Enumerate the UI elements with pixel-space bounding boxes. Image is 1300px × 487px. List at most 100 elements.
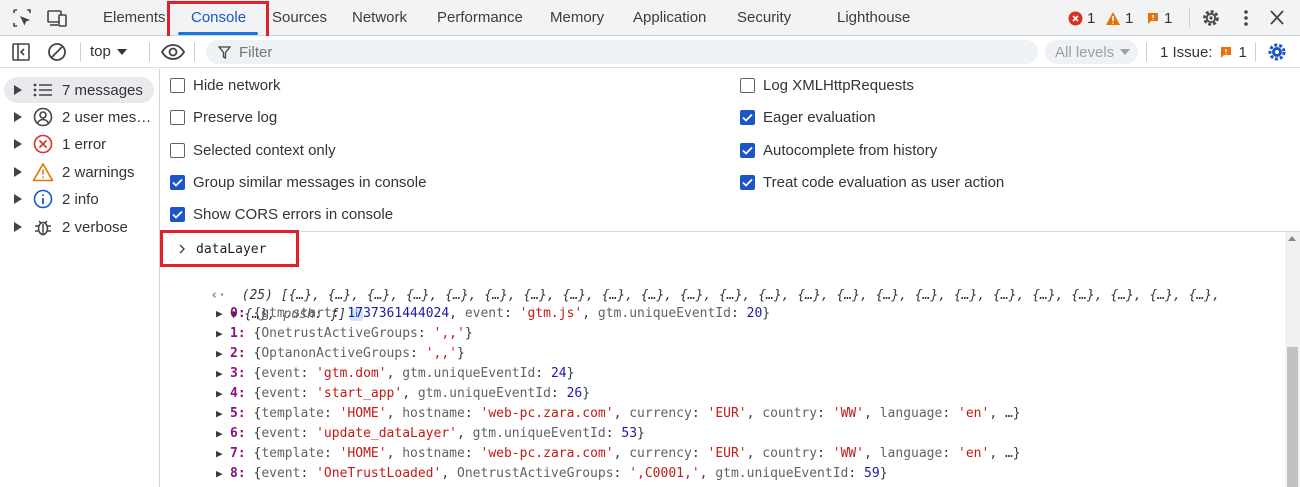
checkbox-checked[interactable] (740, 109, 755, 125)
tab-network[interactable]: Network (352, 9, 408, 26)
expand-arrow-icon[interactable] (14, 112, 22, 122)
setting-label: Treat code evaluation as user action (763, 173, 1005, 191)
entry-value: {OnetrustActiveGroups: ',,'} (253, 326, 473, 341)
tab-performance[interactable]: Performance (437, 9, 523, 26)
tab-application[interactable]: Application (633, 9, 707, 26)
scroll-up-arrow-icon[interactable] (1288, 236, 1296, 241)
result-summary-line-2[interactable]: ▼{…}, push: ƒ]i (199, 285, 364, 322)
issues-button[interactable]: 1 Issue: 1 (1160, 36, 1247, 68)
array-entry[interactable]: ▶2: {OptanonActiveGroups: ',,'} (216, 344, 465, 364)
tab-elements[interactable]: Elements (103, 9, 166, 26)
expand-arrow-icon[interactable]: ▶ (216, 347, 223, 360)
expand-arrow-icon[interactable]: ▶ (216, 367, 223, 380)
user-icon (33, 107, 53, 127)
entry-value: {OptanonActiveGroups: ',,'} (253, 346, 465, 361)
setting-treat-code-evaluation[interactable]: Treat code evaluation as user action (740, 171, 1004, 193)
console-input-text: dataLayer (196, 241, 267, 257)
setting-group-similar[interactable]: Group similar messages in console (170, 171, 426, 193)
array-preview-tail: {…}, (244, 307, 284, 322)
close-icon[interactable] (1266, 8, 1288, 28)
console-input-line[interactable]: dataLayer (161, 234, 266, 264)
expand-arrow-icon[interactable]: ▶ (216, 427, 223, 440)
warning-icon (1106, 11, 1120, 25)
sidebar-item-errors[interactable]: 1 error (4, 131, 154, 157)
array-entry[interactable]: ▶0: {gtm.start: 1737361444024, event: 'g… (216, 304, 770, 324)
setting-hide-network[interactable]: Hide network (170, 74, 281, 96)
live-expression-eye-icon[interactable] (160, 41, 186, 63)
sidebar-item-verbose[interactable]: 2 verbose (4, 214, 154, 240)
console-output: dataLayer ‹· (25) [{…}, {…}, {…}, {…}, {… (161, 232, 1285, 487)
tab-sources[interactable]: Sources (272, 9, 328, 26)
expand-arrow-icon[interactable] (14, 222, 22, 232)
setting-selected-context-only[interactable]: Selected context only (170, 139, 336, 161)
inspect-element-icon[interactable] (12, 8, 34, 28)
checkbox[interactable] (170, 109, 185, 125)
issue-count-badge[interactable]: 1 (1146, 9, 1172, 27)
entry-value: {gtm.start: 1737361444024, event: 'gtm.j… (253, 306, 771, 321)
array-entry[interactable]: ▶7: {template: 'HOME', hostname: 'web-pc… (216, 444, 1021, 464)
context-selector[interactable]: top (90, 36, 127, 68)
expand-arrow-icon[interactable]: ▶ (216, 307, 223, 320)
filter-input[interactable] (239, 43, 1019, 61)
console-scrollbar[interactable] (1285, 232, 1300, 487)
expand-arrow-icon[interactable]: ▶ (216, 327, 223, 340)
array-entry[interactable]: ▶3: {event: 'gtm.dom', gtm.uniqueEventId… (216, 364, 574, 384)
checkbox-checked[interactable] (170, 174, 185, 190)
expand-arrow-icon[interactable] (14, 85, 22, 95)
log-levels-dropdown[interactable]: All levels (1045, 40, 1138, 64)
tab-memory[interactable]: Memory (550, 9, 605, 26)
tab-security[interactable]: Security (737, 9, 792, 26)
expand-arrow-icon[interactable]: ▶ (216, 447, 223, 460)
filter-box[interactable] (206, 40, 1038, 64)
setting-preserve-log[interactable]: Preserve log (170, 106, 277, 128)
issues-label: 1 Issue: (1160, 43, 1213, 61)
tab-lighthouse[interactable]: Lighthouse (837, 9, 911, 26)
more-options-icon[interactable] (1235, 8, 1257, 28)
tab-console[interactable]: Console (191, 9, 247, 26)
expand-arrow-icon[interactable] (14, 167, 22, 177)
setting-eager-evaluation[interactable]: Eager evaluation (740, 106, 876, 128)
setting-label: Group similar messages in console (193, 173, 427, 191)
warning-count-badge[interactable]: 1 (1105, 9, 1133, 27)
console-settings-gear-icon[interactable] (1266, 41, 1288, 63)
expand-arrow-icon[interactable] (14, 139, 22, 149)
expand-arrow-icon[interactable]: ▶ (216, 407, 223, 420)
sidebar-item-user-messages[interactable]: 2 user mes… (4, 104, 154, 130)
sidebar-toggle-icon[interactable] (10, 41, 32, 63)
sidebar-item-warnings[interactable]: 2 warnings (4, 159, 154, 185)
clear-console-icon[interactable] (46, 41, 68, 63)
sidebar-item-info[interactable]: 2 info (4, 186, 154, 212)
collapse-arrow-icon[interactable]: ▼ (230, 308, 237, 321)
info-icon[interactable]: i (350, 308, 364, 321)
setting-label: Preserve log (193, 108, 278, 126)
divider (149, 42, 150, 62)
settings-gear-icon[interactable] (1200, 8, 1222, 28)
setting-label: Selected context only (193, 141, 336, 159)
expand-arrow-icon[interactable] (14, 194, 22, 204)
array-entry[interactable]: ▶8: {event: 'OneTrustLoaded', OnetrustAc… (216, 464, 888, 484)
scroll-thumb[interactable] (1287, 347, 1298, 487)
array-entry[interactable]: ▶5: {template: 'HOME', hostname: 'web-pc… (216, 404, 1021, 424)
device-toolbar-icon[interactable] (46, 8, 68, 28)
entry-value: {event: 'gtm.dom', gtm.uniqueEventId: 24… (253, 366, 575, 381)
checkbox-checked[interactable] (740, 142, 755, 158)
checkbox[interactable] (740, 77, 755, 93)
checkbox-checked[interactable] (740, 174, 755, 190)
array-entry[interactable]: ▶6: {event: 'update_dataLayer', gtm.uniq… (216, 424, 645, 444)
entry-index: 5: (230, 406, 246, 421)
checkbox-checked[interactable] (170, 206, 185, 222)
setting-log-xmlhttprequests[interactable]: Log XMLHttpRequests (740, 74, 914, 96)
setting-show-cors-errors[interactable]: Show CORS errors in console (170, 203, 393, 225)
warning-count: 1 (1125, 9, 1134, 27)
console-tab-highlight (167, 1, 269, 39)
array-entry[interactable]: ▶4: {event: 'start_app', gtm.uniqueEvent… (216, 384, 590, 404)
checkbox[interactable] (170, 142, 185, 158)
expand-arrow-icon[interactable]: ▶ (216, 467, 223, 480)
result-summary-line[interactable]: ‹· (25) [{…}, {…}, {…}, {…}, {…}, {…}, {… (179, 266, 1220, 303)
error-count-badge[interactable]: 1 (1068, 9, 1095, 27)
expand-arrow-icon[interactable]: ▶ (216, 387, 223, 400)
array-entry[interactable]: ▶1: {OnetrustActiveGroups: ',,'} (216, 324, 473, 344)
sidebar-item-messages[interactable]: 7 messages (4, 77, 154, 103)
setting-autocomplete-history[interactable]: Autocomplete from history (740, 139, 937, 161)
checkbox[interactable] (170, 77, 185, 93)
